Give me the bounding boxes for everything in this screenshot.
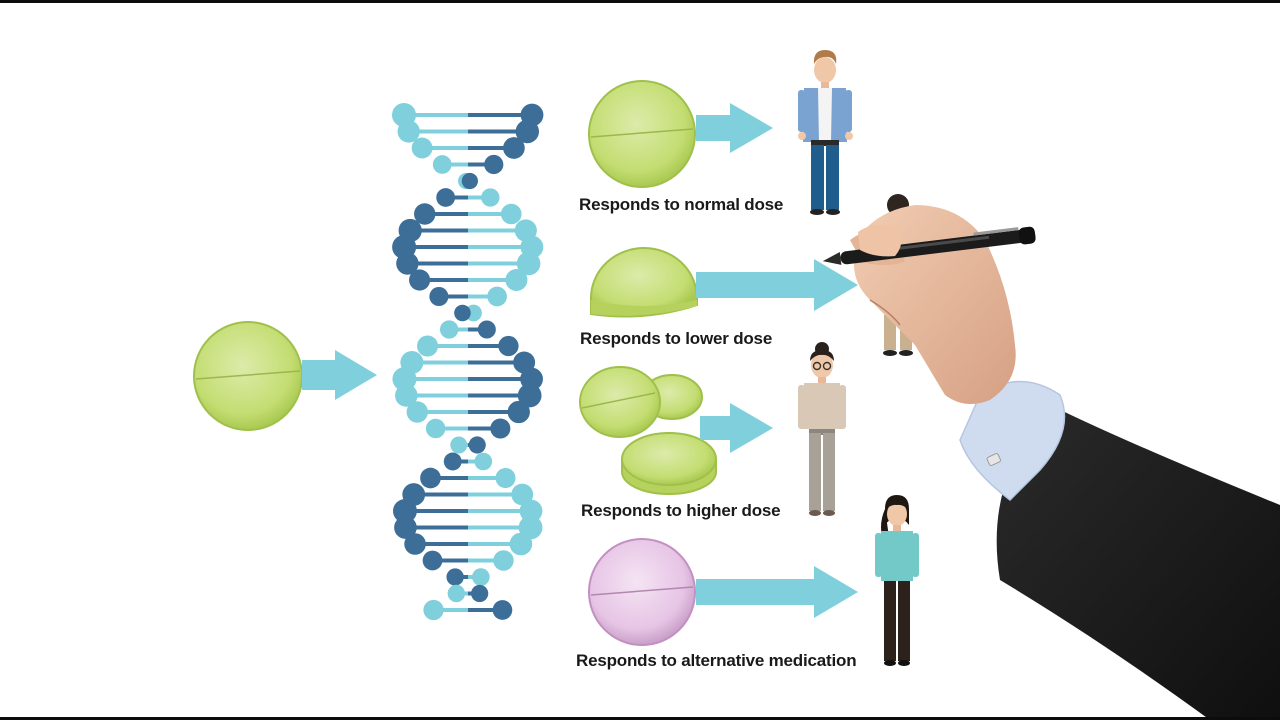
dna-node xyxy=(516,251,541,276)
dna-helix-icon xyxy=(392,103,544,621)
arrow-higher xyxy=(700,403,773,453)
dna-node xyxy=(454,304,471,322)
dna-node xyxy=(509,532,533,556)
full-pill-icon xyxy=(588,80,696,188)
arrow-lower xyxy=(696,259,858,311)
dna-node xyxy=(420,467,441,489)
input-arrow xyxy=(302,350,377,400)
dna-node xyxy=(411,137,433,159)
dna-node xyxy=(493,550,514,571)
dna-node xyxy=(392,367,417,391)
dna-node xyxy=(492,600,513,620)
dna-node xyxy=(439,320,459,339)
dna-node xyxy=(436,188,456,207)
half-pill-icon xyxy=(590,247,698,318)
dna-node xyxy=(487,286,507,307)
person-icon xyxy=(798,50,853,215)
dna-node xyxy=(472,568,490,586)
bottom-border xyxy=(0,717,1280,720)
dna-node xyxy=(417,335,439,357)
dna-node xyxy=(515,119,540,144)
dna-node xyxy=(503,137,525,159)
dna-node xyxy=(517,383,542,408)
dna-node xyxy=(414,203,436,225)
dna-node xyxy=(422,550,443,571)
arrow-alternative xyxy=(696,566,858,618)
dna-node xyxy=(409,269,431,291)
dna-node xyxy=(446,568,464,586)
dna-node xyxy=(505,268,528,292)
caption-alternative-medication: Responds to alternative medication xyxy=(576,651,857,670)
dna-node xyxy=(474,452,493,471)
dna-node xyxy=(394,516,417,539)
dna-node xyxy=(511,483,534,506)
dna-node xyxy=(423,599,444,621)
dna-node xyxy=(429,286,449,307)
dna-node xyxy=(425,418,446,439)
person-icon xyxy=(875,495,919,666)
dna-node xyxy=(468,436,486,454)
dna-node xyxy=(495,468,516,488)
input-pill-icon xyxy=(193,321,303,431)
top-border xyxy=(0,0,1280,3)
dna-node xyxy=(404,533,426,555)
dna-node xyxy=(461,172,478,190)
dna-node xyxy=(490,418,511,439)
dna-node xyxy=(481,188,500,207)
pill-stack-icon xyxy=(579,366,717,495)
dna-node xyxy=(498,335,519,357)
dna-node xyxy=(519,499,543,523)
caption-higher-dose: Responds to higher dose xyxy=(581,501,781,520)
dna-node xyxy=(443,452,462,471)
dna-node xyxy=(484,154,504,175)
dna-node xyxy=(500,203,522,225)
caption-normal-dose: Responds to normal dose xyxy=(579,195,784,214)
dna-node xyxy=(396,252,419,275)
dna-node xyxy=(395,384,418,407)
caption-lower-dose: Responds to lower dose xyxy=(580,329,773,348)
dna-node xyxy=(471,584,489,603)
dna-node xyxy=(477,320,496,339)
dna-node xyxy=(406,401,428,423)
dna-node xyxy=(507,400,530,424)
purple-pill-icon xyxy=(588,538,696,646)
hand-with-pen xyxy=(822,205,1280,720)
dna-node xyxy=(447,584,466,603)
arrow-normal xyxy=(696,103,773,153)
dna-node xyxy=(450,436,468,454)
dna-node xyxy=(397,120,420,143)
dna-node xyxy=(432,155,452,174)
dna-node xyxy=(393,499,417,523)
person-icon xyxy=(798,342,846,516)
